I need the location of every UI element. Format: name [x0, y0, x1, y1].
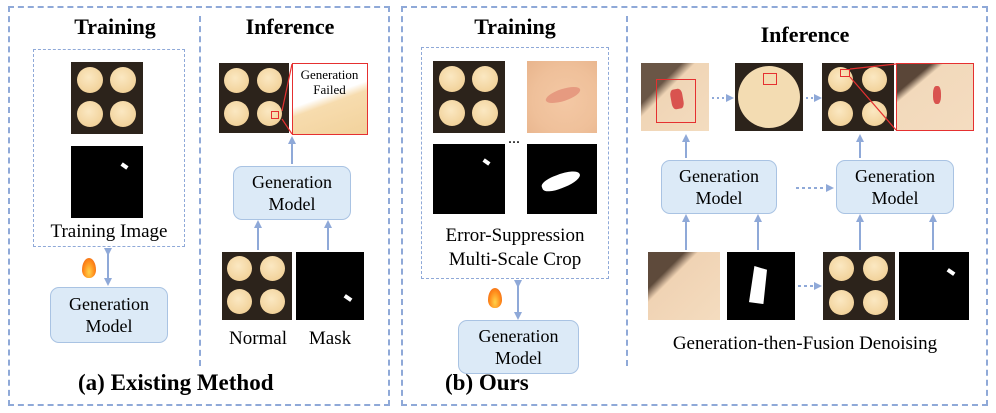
tablet — [257, 68, 282, 93]
mask-label: Mask — [308, 328, 352, 349]
model-label-line2: Model — [495, 348, 542, 368]
input-normal-image — [823, 252, 895, 320]
generation-failed-line1: Generation — [300, 67, 359, 82]
tablet — [77, 101, 103, 127]
existing-method-panel — [8, 6, 390, 406]
ellipsis: ... — [508, 130, 520, 147]
training-image-label: Training Image — [50, 221, 168, 242]
fire-icon — [82, 258, 96, 278]
right-inference-model-b: Generation Model — [836, 160, 954, 214]
model-label-line1: Generation — [69, 294, 149, 314]
tablet — [110, 101, 136, 127]
right-training-title: Training — [474, 14, 556, 39]
right-inference-model-a: Generation Model — [661, 160, 777, 214]
tablet — [227, 289, 252, 314]
crop-mask-small — [433, 144, 505, 214]
generation-failed-text: Generation Failed — [293, 67, 366, 97]
inf-model-b-line2: Model — [871, 188, 919, 208]
ours-panel — [401, 6, 988, 406]
tablet — [260, 256, 285, 281]
tablet — [862, 67, 887, 92]
tablet — [224, 101, 249, 126]
left-training-box — [33, 49, 185, 247]
tablet — [227, 256, 252, 281]
inference-zoomed-result — [896, 63, 974, 131]
input-crop-mask — [727, 252, 795, 320]
tablet — [863, 256, 888, 281]
zoom-line-right-bottom — [849, 76, 897, 131]
tablet-zoom — [738, 66, 800, 128]
tablet — [77, 67, 103, 93]
left-generation-model: Generation Model — [50, 287, 168, 343]
right-generation-model: Generation Model — [458, 320, 579, 374]
right-training-box — [421, 47, 609, 279]
zoom-line-right-top — [849, 63, 897, 70]
zoom-line-left-top — [281, 63, 293, 112]
tablet — [439, 100, 465, 126]
crop-label-line1: Error-Suppression — [445, 225, 585, 246]
tablet — [863, 290, 888, 315]
inference-output-image — [219, 63, 289, 133]
fusion-label: Generation-then-Fusion Denoising — [672, 333, 938, 354]
zoom-region-marker — [763, 73, 777, 85]
tablet — [828, 101, 853, 126]
normal-label: Normal — [228, 328, 288, 349]
training-mask-image — [71, 146, 143, 218]
crop-mask-large — [527, 144, 597, 214]
model-label-line2: Model — [85, 316, 133, 336]
zoom-region-marker — [656, 79, 696, 123]
inference-step2-image — [735, 63, 803, 131]
right-inference-title: Inference — [760, 22, 850, 47]
tablet — [472, 66, 498, 92]
input-mask-image — [899, 252, 969, 320]
crop-label-line2: Multi-Scale Crop — [448, 249, 582, 270]
inf-model-line2: Model — [268, 194, 316, 214]
tablet — [829, 256, 854, 281]
mask-input-image — [296, 252, 364, 320]
zoom-region-marker — [271, 111, 279, 119]
model-label-line1: Generation — [478, 326, 559, 346]
inf-model-a-line2: Model — [695, 188, 743, 208]
left-divider — [199, 16, 201, 366]
normal-input-image — [222, 252, 292, 320]
generation-failed-line2: Failed — [313, 82, 346, 97]
tablet — [110, 67, 136, 93]
left-inference-generation-model: Generation Model — [233, 166, 351, 220]
training-tablets-image — [71, 62, 143, 134]
fire-icon — [488, 288, 502, 308]
tablet — [260, 289, 285, 314]
inf-model-line1: Generation — [252, 172, 332, 192]
tablet — [257, 101, 282, 126]
right-divider — [626, 16, 628, 366]
right-caption: (b) Ours — [445, 370, 529, 395]
inf-model-a-line1: Generation — [679, 166, 759, 186]
inference-result-image — [822, 63, 894, 131]
zoom-line-left-bottom — [281, 118, 293, 135]
left-inference-title: Inference — [245, 14, 335, 39]
defect-mask-blob — [749, 266, 767, 304]
defect-blotch — [933, 86, 941, 104]
inf-model-b-line1: Generation — [855, 166, 935, 186]
crop-tablets-image — [433, 61, 505, 133]
left-caption: (a) Existing Method — [78, 370, 274, 395]
input-crop-image — [648, 252, 720, 320]
tablet — [439, 66, 465, 92]
tablet — [472, 100, 498, 126]
tablet — [829, 290, 854, 315]
tablet — [224, 68, 249, 93]
zoomed-failed-region: Generation Failed — [292, 63, 368, 135]
left-training-title: Training — [74, 14, 156, 39]
crop-zoomed-image — [527, 61, 597, 133]
inference-step1-image — [641, 63, 709, 131]
zoom-region-marker — [840, 69, 850, 77]
